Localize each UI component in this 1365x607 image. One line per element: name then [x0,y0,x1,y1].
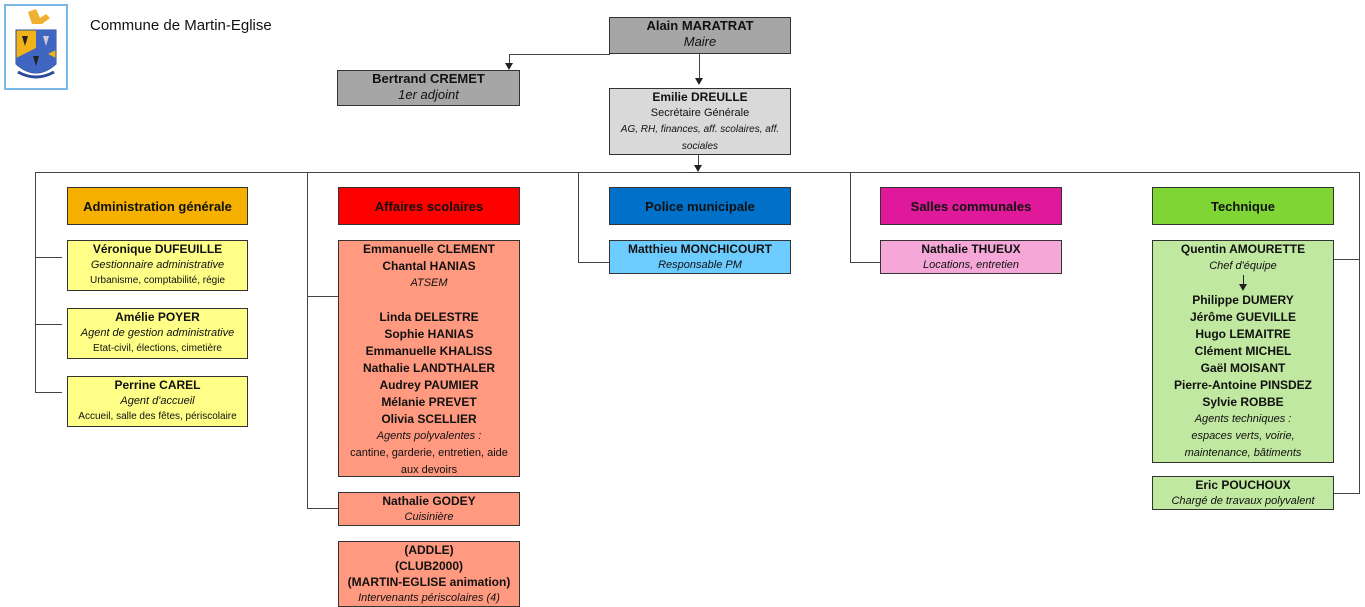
person-role: Chef d'équipe [1209,260,1277,272]
connector [510,54,610,55]
connector [35,257,62,258]
maire-box[interactable]: Alain MARATRAT Maire [609,17,791,54]
connector [307,172,308,509]
person-name: Olivia SCELLIER [381,412,477,426]
person-name: Quentin AMOURETTE [1180,242,1306,256]
adjoint-box[interactable]: Bertrand CREMET 1er adjoint [337,70,520,106]
staff-group-box[interactable]: Quentin AMOURETTE Chef d'équipe Philippe… [1152,240,1334,463]
person-name: Nathalie LANDTHALER [362,361,495,375]
connector [35,392,62,393]
dept-header-technique[interactable]: Technique [1152,187,1334,225]
person-role: Agents techniques : [1194,413,1292,425]
person-role: ATSEM [410,277,448,289]
person-name: Sylvie ROBBE [1202,395,1284,409]
person-name: Perrine CAREL [114,378,201,392]
staff-group-box[interactable]: Emmanuelle CLEMENT Chantal HANIAS ATSEM … [338,240,520,477]
person-role: Locations, entretien [922,259,1019,271]
person-name: Clément MICHEL [1194,344,1292,358]
person-name: Véronique DUFEUILLE [92,242,223,256]
person-role: Agents polyvalentes : [376,430,482,442]
staff-box[interactable]: Nathalie THUEUX Locations, entretien [880,240,1062,274]
staff-box[interactable]: Véronique DUFEUILLE Gestionnaire adminis… [67,240,248,291]
connector [850,262,890,263]
person-role: Secrétaire Générale [650,107,750,119]
person-name: Pierre-Antoine PINSDEZ [1173,378,1313,392]
person-name: Chantal HANIAS [382,259,476,273]
person-desc: Accueil, salle des fêtes, périscolaire [78,411,237,422]
connector [578,172,579,263]
arrow-down-icon [695,78,703,85]
person-desc: cantine, garderie, entretien, aide aux d… [350,447,508,476]
commune-title: Commune de Martin-Eglise [90,17,272,34]
connector [699,54,700,78]
person-name: Jérôme GUEVILLE [1189,310,1297,324]
staff-box[interactable]: (ADDLE) (CLUB2000) (MARTIN-EGLISE animat… [338,541,520,607]
connector [1359,172,1360,494]
connector [35,324,62,325]
org-name: (ADDLE) [404,543,454,557]
person-name: Emmanuelle CLEMENT [362,242,496,256]
person-name: Nathalie GODEY [382,494,476,508]
person-name: Linda DELESTRE [379,310,479,324]
staff-box[interactable]: Amélie POYER Agent de gestion administra… [67,308,248,359]
staff-box[interactable]: Perrine CAREL Agent d'accueil Accueil, s… [67,376,248,427]
connector [307,508,345,509]
person-role: Agent d'accueil [120,395,195,407]
person-role: Cuisinière [404,511,454,523]
person-desc: Urbanisme, comptabilité, régie [89,275,226,286]
person-name: Nathalie THUEUX [921,242,1021,256]
secretaire-box[interactable]: Emilie DREULLE Secrétaire Générale AG, R… [609,88,791,155]
arrow-down-icon [1153,275,1333,292]
arrow-down-icon [694,165,702,172]
person-name: Eric POUCHOUX [1195,478,1291,492]
dept-header-police[interactable]: Police municipale [609,187,791,225]
staff-box[interactable]: Matthieu MONCHICOURT Responsable PM [609,240,791,274]
org-name: (MARTIN-EGLISE animation) [347,575,511,589]
person-role: 1er adjoint [398,87,459,102]
person-desc: AG, RH, finances, aff. scolaires, aff. s… [620,124,780,152]
person-role: Gestionnaire administrative [90,259,225,271]
person-name: Mélanie PREVET [381,395,477,409]
person-desc: espaces verts, voirie, maintenance, bâti… [1184,430,1302,459]
coat-of-arms-icon [4,4,68,90]
connector [35,172,1360,173]
arrow-down-icon [505,63,513,70]
person-role: Maire [683,34,717,49]
connector [307,296,345,297]
person-name: Emmanuelle KHALISS [365,344,493,358]
connector [35,172,36,393]
dept-header-scolaire[interactable]: Affaires scolaires [338,187,520,225]
person-role: Chargé de travaux polyvalent [1171,495,1315,507]
person-desc: Etat-civil, élections, cimetière [93,343,222,354]
person-role: Responsable PM [658,259,742,271]
connector [1325,259,1360,260]
connector [850,172,851,263]
person-name: Bertrand CREMET [372,71,485,86]
person-name: Gaël MOISANT [1200,361,1286,375]
dept-header-salles[interactable]: Salles communales [880,187,1062,225]
connector [698,154,699,166]
person-role: Intervenants périscolaires (4) [358,592,500,604]
person-name: Amélie POYER [115,310,200,324]
org-name: (CLUB2000) [394,559,463,573]
person-name: Matthieu MONCHICOURT [628,242,772,256]
person-name: Alain MARATRAT [646,18,754,33]
person-name: Philippe DUMERY [1192,293,1294,307]
staff-box[interactable]: Eric POUCHOUX Chargé de travaux polyvale… [1152,476,1334,510]
person-role: Agent de gestion administrative [80,327,235,339]
person-name: Emilie DREULLE [652,90,748,104]
staff-box[interactable]: Nathalie GODEY Cuisinière [338,492,520,526]
person-name: Sophie HANIAS [384,327,474,341]
connector [578,262,618,263]
person-name: Audrey PAUMIER [379,378,479,392]
connector [1325,493,1360,494]
connector [509,54,510,64]
dept-header-admin[interactable]: Administration générale [67,187,248,225]
person-name: Hugo LEMAITRE [1195,327,1291,341]
